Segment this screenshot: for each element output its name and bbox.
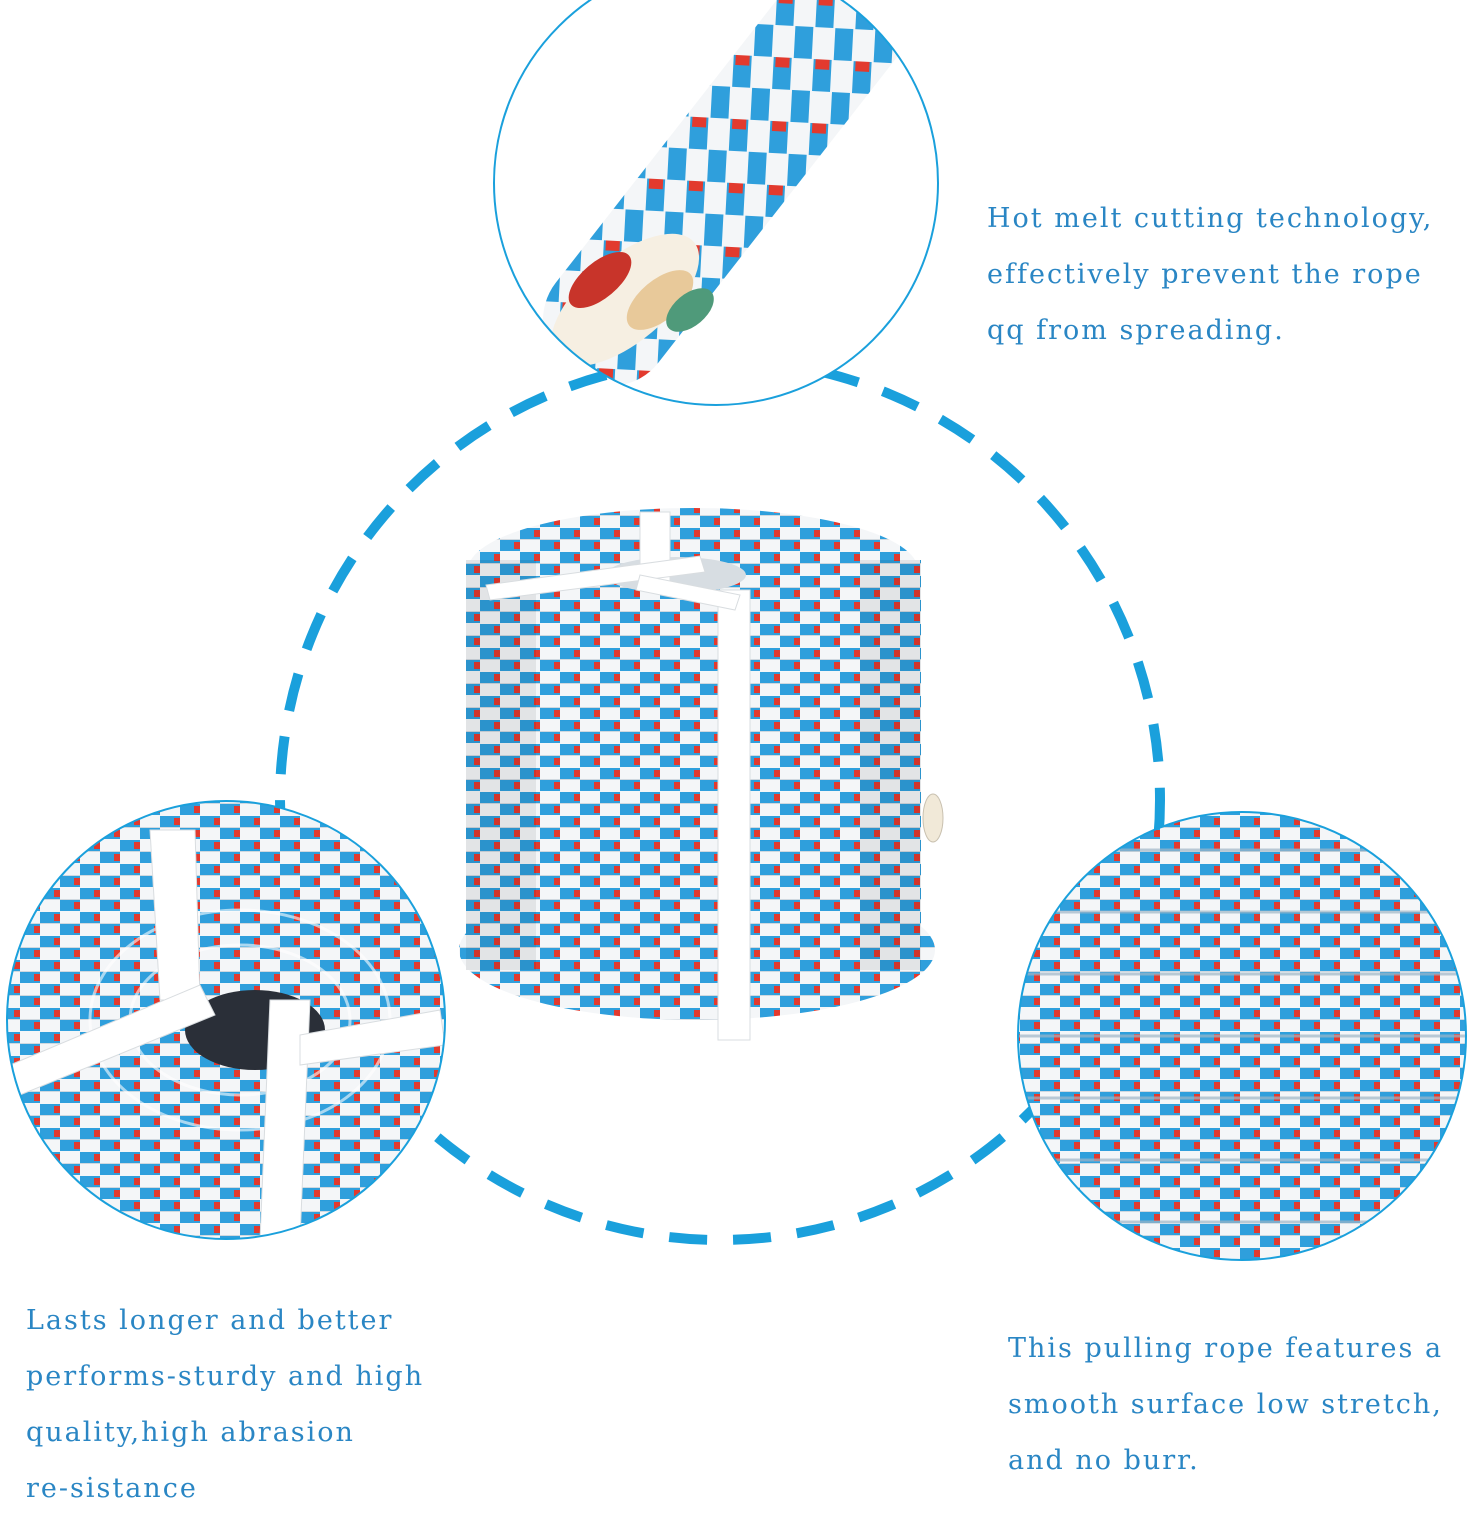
caption-line: re-sistance — [26, 1473, 198, 1504]
caption-line: Lasts longer and better — [26, 1305, 394, 1336]
cut-end-closeup — [493, 0, 939, 406]
braid-texture-closeup — [1017, 811, 1467, 1261]
caption-line: performs-sturdy and high — [26, 1361, 425, 1392]
caption-hot-melt-cutting: Hot melt cutting technology, effectively… — [987, 191, 1433, 359]
caption-line: effectively prevent the rope — [987, 259, 1423, 290]
caption-durability: Lasts longer and better performs-sturdy … — [26, 1293, 424, 1517]
caption-line: smooth surface low stretch, — [1008, 1389, 1443, 1420]
caption-line: and no burr. — [1008, 1445, 1200, 1476]
rope-spool-image — [459, 508, 944, 1041]
caption-line: qq from spreading. — [987, 315, 1285, 346]
caption-line: This pulling rope features a — [1008, 1333, 1444, 1364]
caption-line: quality,high abrasion — [26, 1417, 355, 1448]
caption-line: Hot melt cutting technology, — [987, 203, 1434, 234]
caption-smooth-surface: This pulling rope features a smooth surf… — [1008, 1321, 1443, 1489]
coil-closeup — [6, 800, 446, 1240]
